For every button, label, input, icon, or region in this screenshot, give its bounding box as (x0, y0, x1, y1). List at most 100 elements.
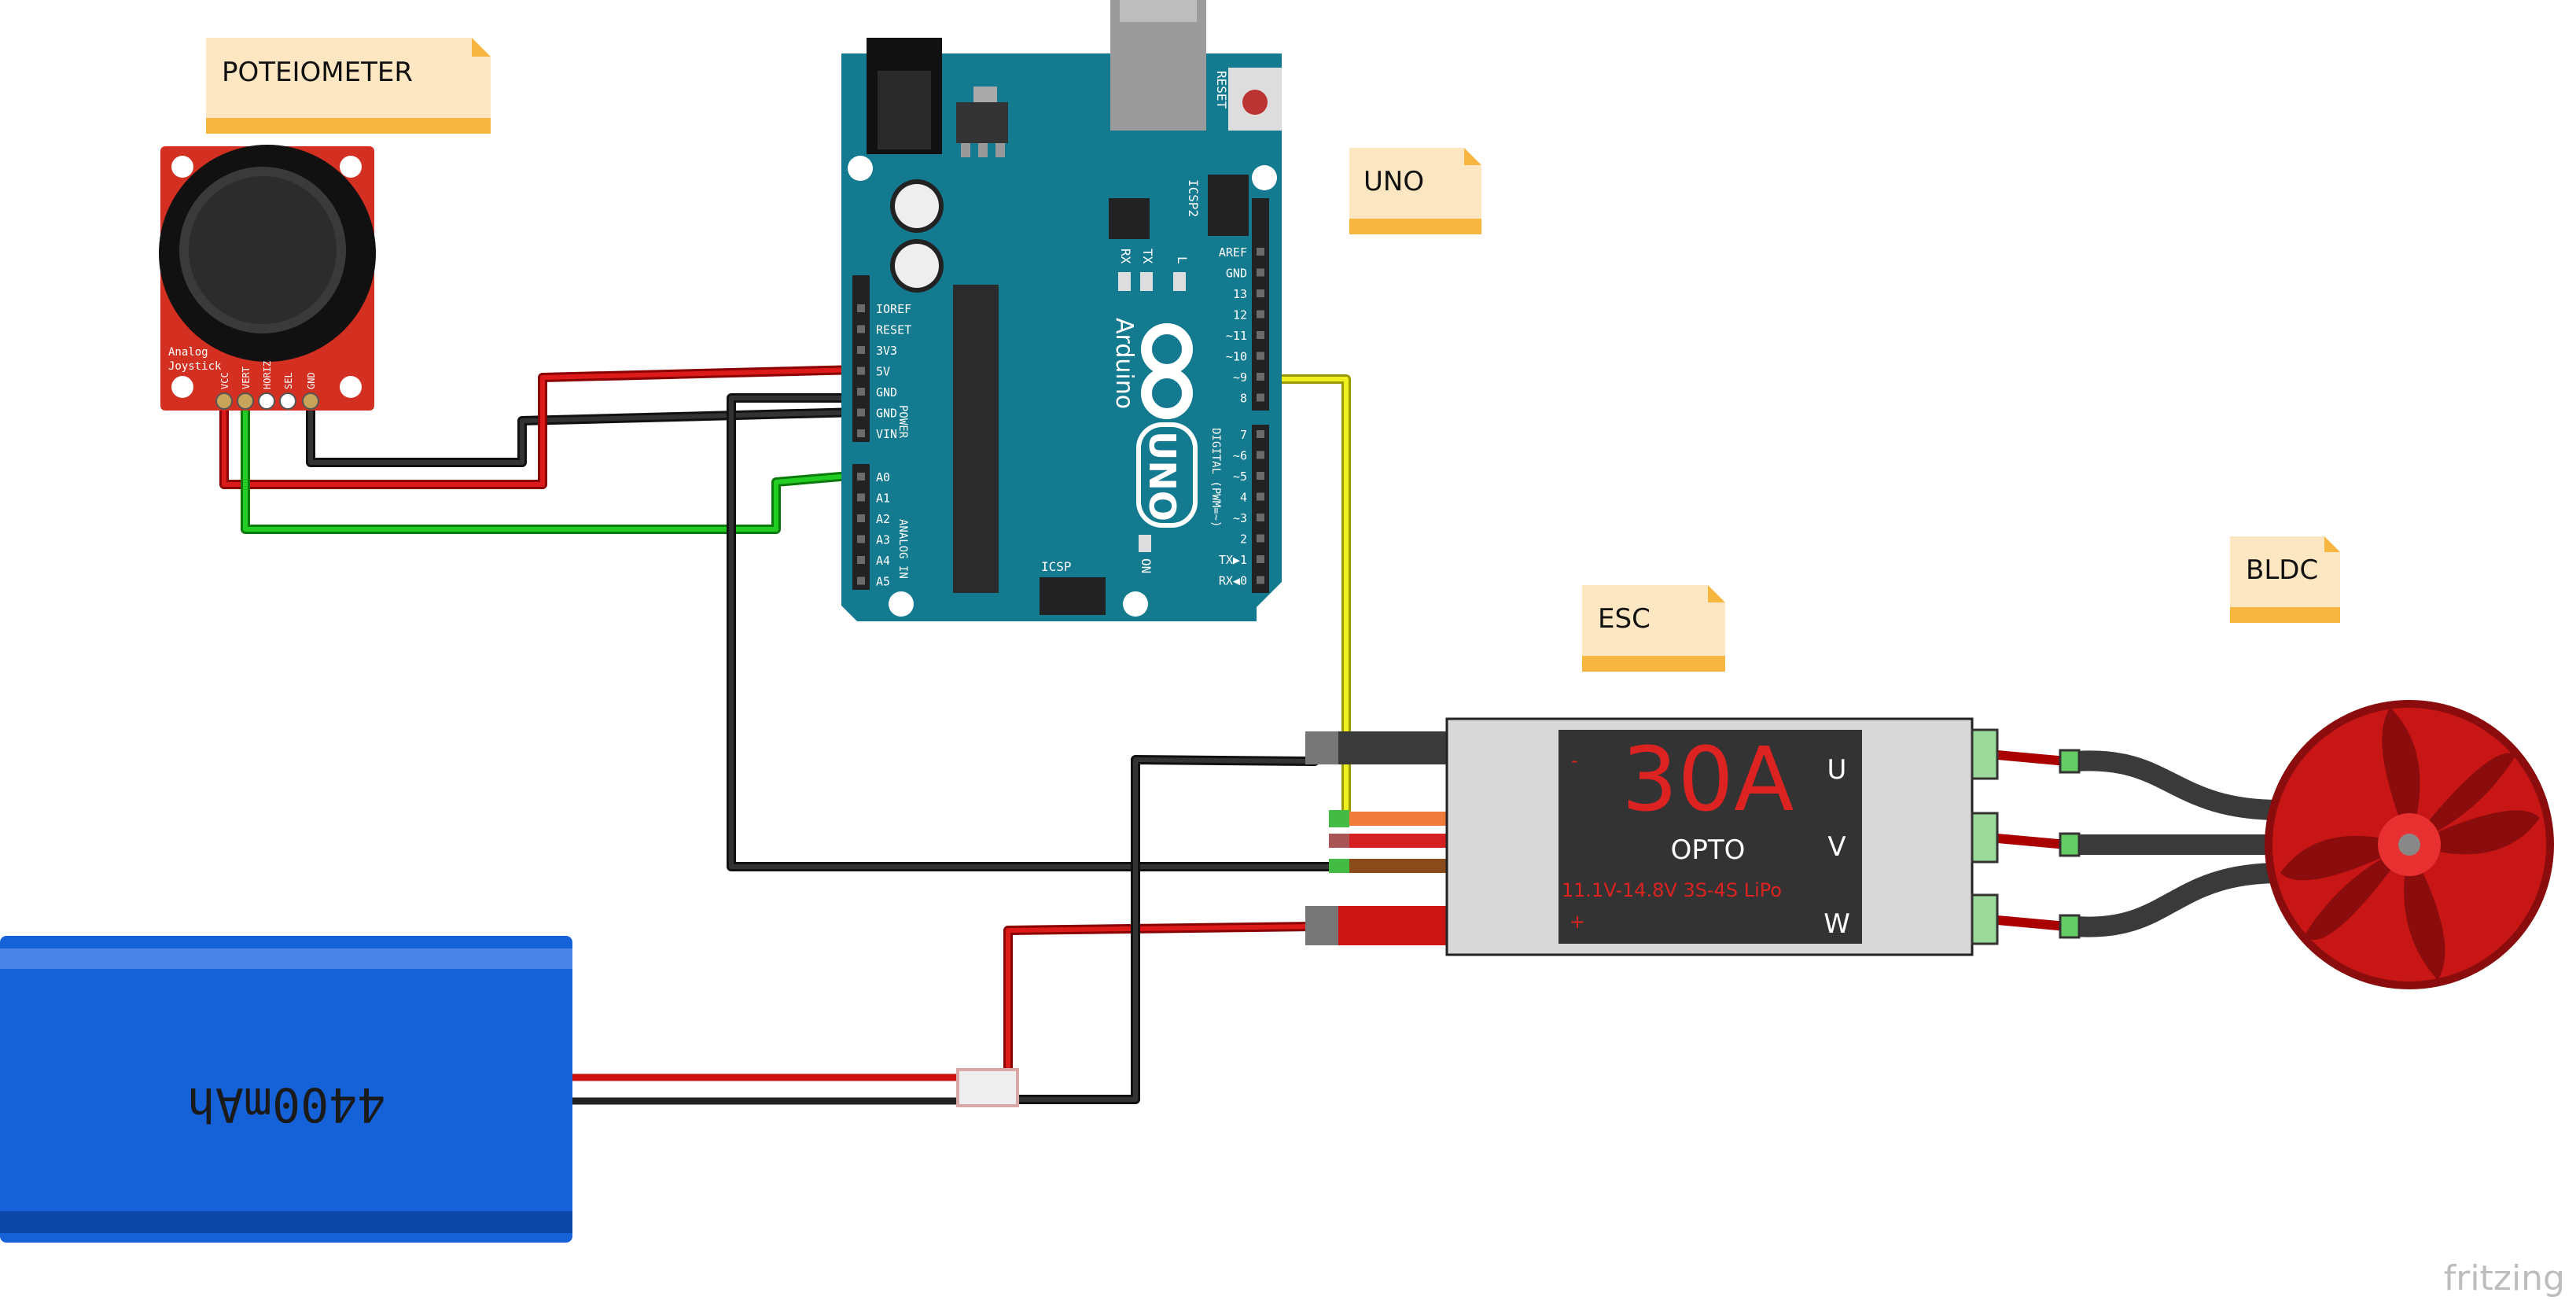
pin-label: AREF (1219, 245, 1247, 260)
header-pin[interactable] (857, 493, 865, 502)
pin-label: GND (876, 385, 897, 400)
header-pin[interactable] (1257, 352, 1264, 360)
pin-label: A5 (876, 575, 890, 589)
header-pin[interactable] (857, 473, 865, 481)
header-pin[interactable] (857, 325, 865, 333)
esc-phase-w: W (1823, 908, 1850, 940)
header-pin[interactable] (1257, 373, 1264, 381)
power-header (852, 275, 870, 442)
header-pin[interactable] (1257, 289, 1264, 297)
motor-vents (2280, 708, 2540, 980)
on-label: ON (1139, 558, 1154, 573)
motor-shaft (2398, 834, 2420, 856)
note-potentiometer-text: POTEIOMETER (222, 57, 413, 88)
esc-minus: - (1571, 749, 1578, 772)
header-pin[interactable] (1257, 451, 1264, 459)
pin-label: 5V (876, 365, 890, 379)
joystick-label-2: Joystick (168, 360, 222, 373)
note-potentiometer[interactable]: POTEIOMETER (206, 38, 491, 134)
lipo-battery[interactable]: 4400mAh (0, 936, 1019, 1243)
pin-label: TX▶1 (1219, 553, 1247, 567)
header-pin[interactable] (857, 366, 865, 375)
pin-label: 7 (1240, 428, 1247, 442)
led-label-tx: TX (1140, 249, 1155, 264)
wire-joystick-vert[interactable] (241, 404, 863, 534)
note-uno[interactable]: UNO (1349, 148, 1481, 234)
esc-phase-v: V (1827, 831, 1846, 863)
wire-pwm-signal[interactable] (1258, 374, 1351, 823)
analog-header (852, 464, 870, 590)
bldc-motor[interactable] (2265, 700, 2554, 989)
atmega-chip (953, 285, 999, 593)
pin-label: ~9 (1233, 370, 1247, 385)
digital-header-bottom (1252, 425, 1269, 593)
pin-label-horiz: HORIZ (262, 361, 273, 389)
header-pin[interactable] (857, 408, 865, 417)
pin-label: A3 (876, 533, 890, 547)
arduino-model: UNO (1141, 431, 1183, 521)
joystick-module[interactable]: Analog Joystick VCC VERT HORIZ SEL GND (159, 145, 376, 411)
header-pin[interactable] (1257, 514, 1264, 521)
note-bldc-text: BLDC (2246, 554, 2318, 586)
header-pin[interactable] (857, 514, 865, 522)
header-pin[interactable] (1257, 576, 1264, 584)
pin-label: ~6 (1233, 449, 1247, 463)
icsp-label: ICSP (1041, 559, 1072, 574)
pin-label: GND (1226, 267, 1247, 281)
esc-spec: 11.1V-14.8V 3S-4S LiPo (1562, 879, 1782, 901)
battery-leads (569, 1074, 971, 1105)
wire-joystick-gnd[interactable] (306, 404, 863, 467)
icsp-header (1040, 577, 1106, 615)
wire-battery-positive[interactable] (1003, 922, 1319, 1082)
pin-label: ~10 (1226, 350, 1247, 364)
header-pin[interactable] (1257, 555, 1264, 563)
header-pin[interactable] (857, 346, 865, 354)
header-pin[interactable] (857, 429, 865, 437)
pin-label: ~11 (1226, 329, 1247, 343)
pin-label: RESET (876, 323, 911, 337)
pin-label-sel: SEL (283, 372, 294, 389)
header-pin[interactable] (857, 556, 865, 564)
esc-rating: 30A (1621, 729, 1794, 831)
esc-display (1558, 730, 1862, 944)
header-pin[interactable] (1257, 534, 1264, 543)
pin-label: A4 (876, 554, 890, 568)
wire-arduino-gnd-to-esc[interactable] (727, 393, 1349, 871)
wire-joystick-vcc[interactable] (219, 365, 863, 489)
note-esc[interactable]: ESC (1582, 585, 1725, 672)
note-bldc[interactable]: BLDC (2230, 536, 2340, 623)
header-pin[interactable] (1257, 310, 1264, 319)
header-pin[interactable] (1257, 331, 1264, 339)
header-pin[interactable] (1257, 248, 1264, 256)
header-pin[interactable] (857, 304, 865, 312)
wire-battery-negative[interactable] (1003, 755, 1319, 1104)
joystick-pins: VCC VERT HORIZ SEL GND (215, 361, 319, 410)
header-pin[interactable] (1257, 268, 1264, 277)
mount-hole (171, 376, 193, 398)
header-pin[interactable] (1257, 393, 1264, 402)
esc-plus: + (1570, 911, 1585, 933)
mount-hole (340, 156, 362, 178)
header-pin[interactable] (1257, 430, 1264, 438)
pin-label: 8 (1240, 392, 1247, 406)
pin-label: A0 (876, 470, 890, 484)
header-pin[interactable] (857, 576, 865, 585)
esc-type: OPTO (1671, 834, 1746, 866)
header-pin[interactable] (1257, 472, 1264, 480)
battery-capacity: 4400mAh (187, 1077, 386, 1132)
header-pin[interactable] (1257, 492, 1264, 501)
reset-label: RESET (1214, 71, 1229, 109)
wires (219, 365, 2291, 1105)
header-pin[interactable] (857, 535, 865, 543)
icsp2-header (1208, 175, 1249, 236)
arduino-uno[interactable]: RESET ICSP2 RX TX L ON Arduino UNO ICSP … (841, 0, 1282, 621)
header-pin[interactable] (857, 388, 865, 396)
esc-controller[interactable]: 30A OPTO 11.1V-14.8V 3S-4S LiPo - + U V … (1305, 717, 2081, 956)
esc-phase-terminals (1971, 728, 2081, 945)
digital-header-top (1252, 198, 1269, 411)
